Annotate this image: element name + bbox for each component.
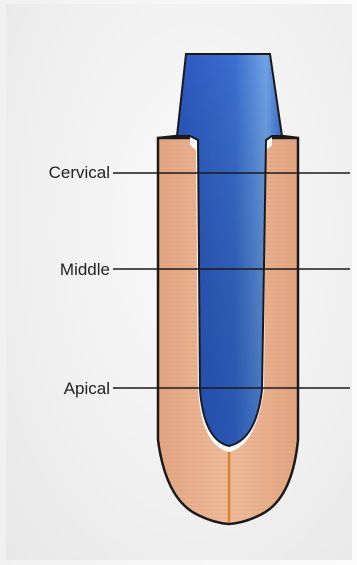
apical-label: Apical: [0, 380, 110, 398]
cervical-label: Cervical: [0, 164, 110, 182]
middle-label: Middle: [0, 261, 110, 279]
